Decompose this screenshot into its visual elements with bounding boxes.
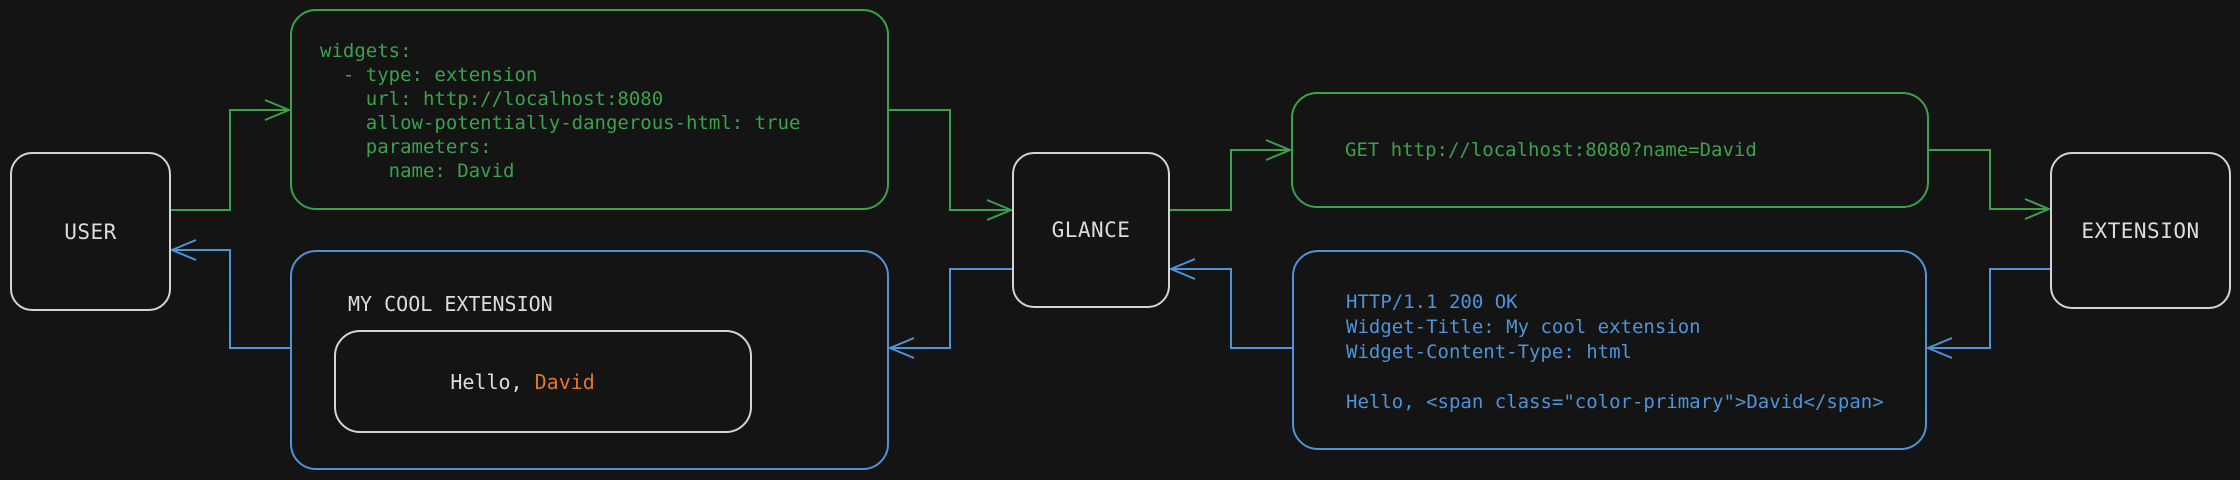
connector-glance-to-widget bbox=[887, 268, 1012, 359]
config-line: allow-potentially-dangerous-html: true bbox=[320, 112, 801, 134]
node-user: USER bbox=[10, 152, 171, 311]
config-line: parameters: bbox=[320, 136, 492, 158]
response-line: HTTP/1.1 200 OK bbox=[1346, 291, 1518, 313]
config-yaml-box: widgets: - type: extension url: http://l… bbox=[290, 9, 889, 210]
widget-greeting: Hello, David bbox=[354, 346, 595, 418]
config-line: url: http://localhost:8080 bbox=[320, 88, 664, 110]
connector-config-to-glance bbox=[889, 109, 1014, 221]
greeting-prefix: Hello, bbox=[450, 369, 535, 394]
connector-glance-to-request bbox=[1170, 139, 1293, 211]
response-line bbox=[1346, 365, 1905, 390]
response-line: Widget-Title: My cool extension bbox=[1346, 316, 1701, 338]
widget-greeting-card: Hello, David bbox=[334, 330, 752, 433]
response-line: Hello, <span class="color-primary">David… bbox=[1346, 391, 1884, 413]
connector-widget-to-user bbox=[169, 239, 290, 349]
widget-preview-box: MY COOL EXTENSION Hello, David bbox=[290, 250, 889, 470]
connector-request-to-extension bbox=[1929, 149, 2052, 220]
node-extension-label: EXTENSION bbox=[2081, 218, 2200, 243]
connector-user-to-config bbox=[171, 99, 292, 211]
node-user-label: USER bbox=[64, 219, 117, 244]
node-glance-label: GLANCE bbox=[1051, 218, 1131, 242]
response-line: Widget-Content-Type: html bbox=[1346, 341, 1632, 363]
http-response-box: HTTP/1.1 200 OK Widget-Title: My cool ex… bbox=[1292, 250, 1927, 450]
http-request-box: GET http://localhost:8080?name=David bbox=[1291, 92, 1929, 208]
widget-title: MY COOL EXTENSION bbox=[348, 292, 553, 316]
config-line: name: David bbox=[320, 160, 515, 182]
connector-response-to-glance bbox=[1168, 258, 1292, 349]
connector-extension-to-response bbox=[1925, 268, 2050, 359]
request-line: GET http://localhost:8080?name=David bbox=[1345, 138, 1757, 161]
config-line: widgets: bbox=[320, 40, 412, 62]
node-extension: EXTENSION bbox=[2050, 152, 2231, 309]
node-glance: GLANCE bbox=[1012, 152, 1170, 308]
config-line: - type: extension bbox=[320, 64, 538, 86]
greeting-name: David bbox=[534, 369, 595, 394]
